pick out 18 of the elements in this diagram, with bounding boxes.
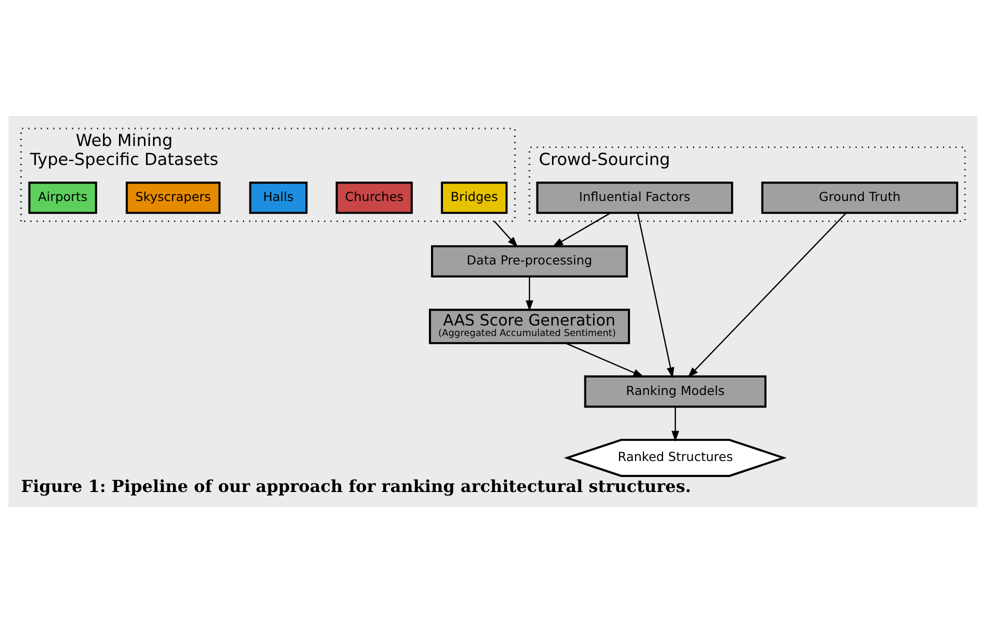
node-box: Churches <box>336 182 413 214</box>
arrow <box>688 212 847 378</box>
caption: Figure 1: Pipeline of our approach for ranking architectural structures. <box>21 476 692 496</box>
node-box: Halls <box>249 182 308 214</box>
arrow <box>552 212 611 247</box>
node-box: Skyscrapers <box>126 182 221 214</box>
arrow <box>672 406 680 442</box>
node-box: Bridges <box>440 182 508 214</box>
node-box: Airports <box>28 182 98 214</box>
node-box: Ground Truth <box>761 182 958 214</box>
arrow <box>566 342 644 378</box>
node-box: Ranking Models <box>584 375 766 408</box>
arrow <box>637 212 674 378</box>
arrow <box>494 220 518 248</box>
node-box: Data Pre-processing <box>431 245 628 278</box>
arrow <box>526 276 534 312</box>
node-box: AAS Score Generation (Aggregated Accumulated Sentiment) <box>428 308 630 344</box>
node-box: Influential Factors <box>536 182 734 214</box>
